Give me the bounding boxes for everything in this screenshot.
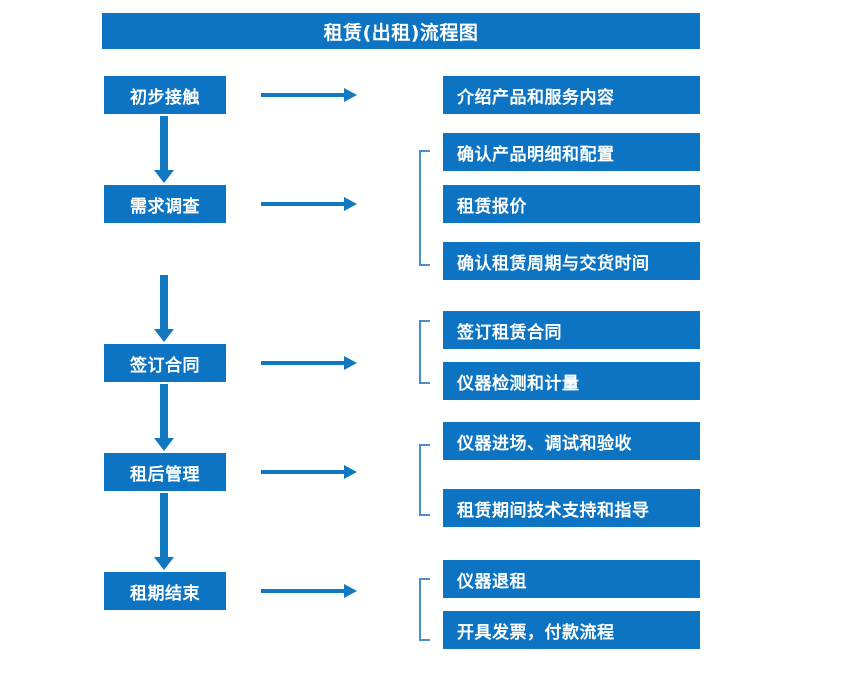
output-box-2-2[interactable]: 租赁报价 (443, 185, 700, 223)
arrow-head (344, 356, 357, 370)
arrow-head (154, 170, 174, 183)
output-box-3-1[interactable]: 签订租赁合同 (443, 311, 700, 349)
down-arrow-icon-4 (154, 493, 174, 570)
stage-box-1[interactable]: 初步接触 (104, 76, 226, 114)
output-box-2-3[interactable]: 确认租赁周期与交货时间 (443, 242, 700, 280)
arrow-head (344, 584, 357, 598)
page-title: 租赁(出租)流程图 (102, 13, 700, 49)
stage-box-5[interactable]: 租期结束 (104, 572, 226, 610)
right-arrow-icon-2 (261, 197, 357, 211)
output-box-4-1[interactable]: 仪器进场、调试和验收 (443, 422, 700, 460)
right-arrow-icon-3 (261, 356, 357, 370)
arrow-shaft (261, 470, 345, 474)
arrow-shaft (261, 93, 345, 97)
stage-box-2[interactable]: 需求调查 (104, 185, 226, 223)
group-bracket-icon-3 (419, 320, 430, 384)
arrow-shaft (160, 493, 168, 557)
down-arrow-icon-3 (154, 384, 174, 451)
output-box-3-2[interactable]: 仪器检测和计量 (443, 362, 700, 400)
arrow-head (344, 88, 357, 102)
output-box-5-1[interactable]: 仪器退租 (443, 560, 700, 598)
group-bracket-icon-4 (419, 444, 430, 516)
stage-box-3[interactable]: 签订合同 (104, 344, 226, 382)
arrow-head (154, 438, 174, 451)
output-box-5-2[interactable]: 开具发票，付款流程 (443, 611, 700, 649)
down-arrow-icon-1 (154, 116, 174, 183)
arrow-head (154, 329, 174, 342)
output-box-4-2[interactable]: 租赁期间技术支持和指导 (443, 489, 700, 527)
group-bracket-icon-5 (419, 578, 430, 641)
arrow-shaft (261, 361, 345, 365)
arrow-shaft (261, 589, 345, 593)
arrow-shaft (160, 275, 168, 329)
stage-box-4[interactable]: 租后管理 (104, 453, 226, 491)
right-arrow-icon-4 (261, 465, 357, 479)
arrow-shaft (160, 116, 168, 170)
arrow-head (154, 557, 174, 570)
output-box-2-1[interactable]: 确认产品明细和配置 (443, 133, 700, 171)
arrow-head (344, 197, 357, 211)
right-arrow-icon-5 (261, 584, 357, 598)
group-bracket-icon-2 (419, 150, 430, 266)
arrow-shaft (261, 202, 345, 206)
output-box-1-1[interactable]: 介绍产品和服务内容 (443, 76, 700, 114)
right-arrow-icon-1 (261, 88, 357, 102)
down-arrow-icon-2 (154, 275, 174, 342)
arrow-head (344, 465, 357, 479)
arrow-shaft (160, 384, 168, 438)
